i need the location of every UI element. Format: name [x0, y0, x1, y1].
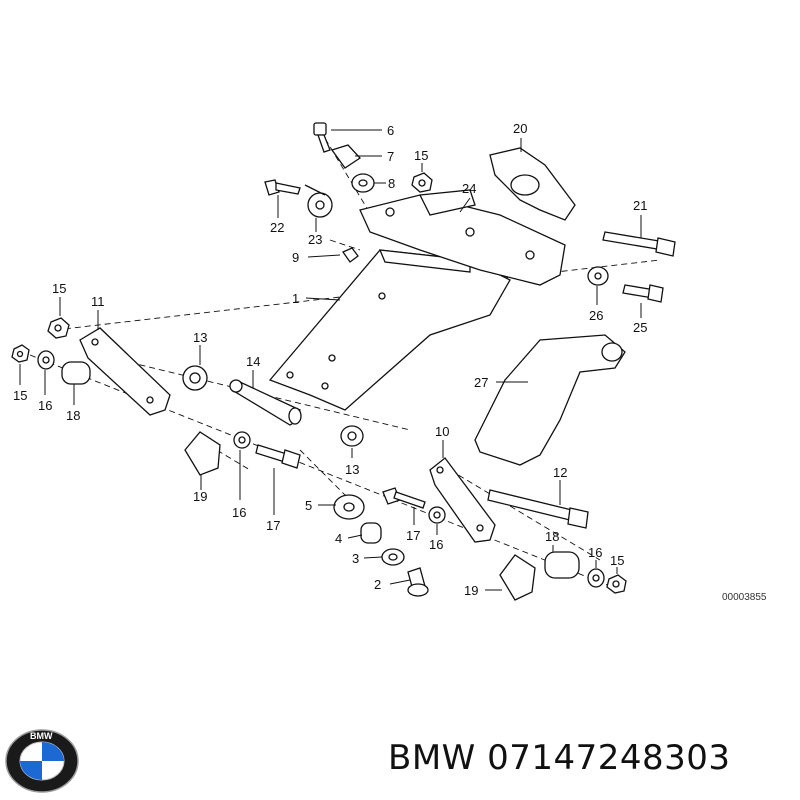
part-11-lever: [79, 327, 171, 416]
part-17-bolt-left: [255, 444, 301, 469]
callout-12: 12: [553, 465, 567, 480]
callout-19-a: 19: [193, 489, 207, 504]
part-18-bushing-left: [61, 361, 91, 385]
callout-21: 21: [633, 198, 647, 213]
callout-7: 7: [387, 149, 394, 164]
part-16-washer-b: [233, 431, 251, 449]
callout-25: 25: [633, 320, 647, 335]
bmw-roundel-icon: BMW: [5, 729, 79, 793]
part-27-arm: [474, 334, 626, 466]
callout-24: 24: [462, 181, 476, 196]
part-6-bolt: [313, 122, 331, 153]
callout-22: 22: [270, 220, 284, 235]
callout-13-top: 13: [193, 330, 207, 345]
callout-13-bottom: 13: [345, 462, 359, 477]
bmw-logo-letters: BMW: [30, 731, 53, 741]
callout-16-c: 16: [429, 537, 443, 552]
part-3-washer: [381, 548, 405, 566]
part-12-long-bolt: [487, 489, 589, 529]
part-20-clamp: [489, 147, 576, 221]
part-24-carrier: [359, 189, 566, 286]
diagram-reference-number: 00003855: [722, 592, 767, 603]
callout-15-d: 15: [610, 553, 624, 568]
part-15-nut-c: [411, 172, 433, 193]
callout-2: 2: [374, 577, 381, 592]
part-21-bolt: [602, 231, 676, 257]
callout-11: 11: [91, 294, 105, 309]
callout-26: 26: [589, 308, 603, 323]
callout-15-a: 15: [52, 281, 66, 296]
part-16-washer-d: [587, 568, 605, 588]
part-26-clip: [587, 266, 609, 286]
callout-1: 1: [292, 291, 299, 306]
part-13-bushing-top: [182, 365, 208, 391]
callout-17-a: 17: [266, 518, 280, 533]
part-22-bolt: [264, 179, 301, 196]
part-15-nut-d: [606, 574, 627, 594]
callout-6: 6: [387, 123, 394, 138]
part-8-washer: [351, 173, 375, 193]
callout-18-b: 18: [545, 529, 559, 544]
callout-19-b: 19: [464, 583, 478, 598]
callout-27: 27: [474, 375, 488, 390]
part-4-spacer: [360, 522, 382, 544]
callout-5: 5: [305, 498, 312, 513]
callout-8: 8: [388, 176, 395, 191]
callout-16-d: 16: [588, 545, 602, 560]
part-23-bushing: [304, 184, 333, 218]
callout-15-b: 15: [13, 388, 27, 403]
part-14-sleeve: [229, 379, 302, 426]
part-19-bracket-left: [184, 431, 221, 476]
callout-18-a: 18: [66, 408, 80, 423]
part-9-nut: [342, 247, 359, 263]
part-1-bracket-plate: [268, 249, 511, 411]
part-7-clip: [330, 144, 361, 169]
part-16-washer-c: [428, 506, 446, 524]
callout-10: 10: [435, 424, 449, 439]
callout-23: 23: [308, 232, 322, 247]
part-25-bolt: [622, 284, 664, 303]
part-13-bushing-bottom: [340, 425, 364, 447]
callout-16-a: 16: [38, 398, 52, 413]
leader-lines: [19, 129, 642, 591]
callout-4: 4: [335, 531, 342, 546]
part-15-nut-a: [47, 317, 70, 339]
part-5-washer: [333, 494, 365, 520]
part-16-washer-a: [37, 350, 55, 370]
callout-14: 14: [246, 354, 260, 369]
part-19-bracket-right: [499, 554, 536, 601]
part-number-label: BMW 07147248303: [388, 738, 731, 778]
part-15-nut-b: [11, 344, 30, 363]
callout-16-b: 16: [232, 505, 246, 520]
part-10-lever: [429, 457, 496, 543]
part-18-bushing-right: [544, 551, 580, 579]
part-17-bolt-right: [382, 487, 426, 509]
callout-20: 20: [513, 121, 527, 136]
callout-3: 3: [352, 551, 359, 566]
callout-labels: 1 2 3 4 5 6 7 8 9 10 11 12 13 13 14 15 1…: [13, 121, 647, 598]
callout-17-b: 17: [406, 528, 420, 543]
callout-15-c: 15: [414, 148, 428, 163]
callout-9: 9: [292, 250, 299, 265]
part-2-bolt: [407, 567, 429, 597]
